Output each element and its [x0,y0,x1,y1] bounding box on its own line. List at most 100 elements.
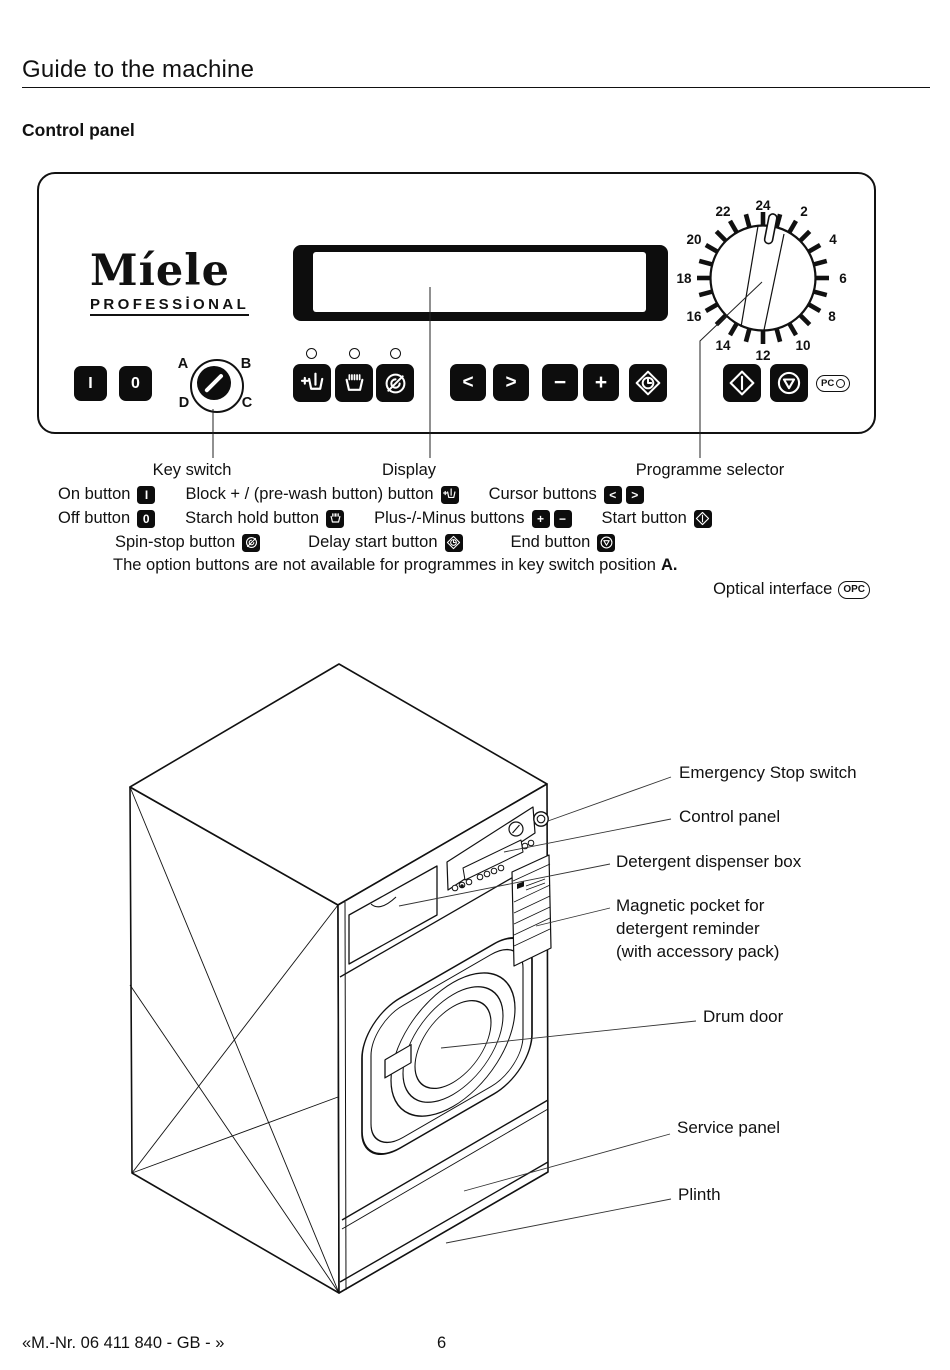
caption-plus-minus: Plus-/-Minus buttons + − [374,509,572,528]
drum-door [361,937,533,1155]
key-position-d: D [178,395,190,411]
key-switch-slot [197,366,231,400]
pocket-hatch [513,878,551,947]
cursor-right-button: > [493,364,529,401]
key-slash-icon [204,373,224,393]
cursor-left-mini-icon: < [603,485,622,504]
note-bold: A. [660,556,678,574]
on-mini-icon: I [137,485,156,504]
caption-display: Display [381,461,437,479]
spin-stop-caption-text: Spin-stop button [115,533,236,551]
delay-start-icon [635,370,661,396]
plus-glyph: + [594,370,608,394]
machine-left-face [129,786,340,1294]
caption-row-3: Off button 0 Starch hold button Plus-/-M… [0,509,950,528]
drawer-handle [370,896,397,908]
label-magnetic-pocket-1: Magnetic pocket for [616,896,765,915]
plus-minus-caption-text: Plus-/-Minus buttons [374,509,525,527]
door-glass-ring [402,986,504,1103]
label-detergent-box: Detergent dispenser box [616,852,802,871]
note-text: The option buttons are not available for… [113,556,656,574]
page-title: Guide to the machine [22,56,255,83]
starch-led [349,348,360,359]
caption-start-button: Start button [602,509,712,528]
starch-caption-text: Starch hold button [185,509,320,527]
machine-leader-lines [398,776,697,1244]
plus-button: + [583,364,619,401]
end-caption-text: End button [510,533,591,551]
machine-illustration [129,663,552,1294]
machine-top-face [129,663,548,906]
brand-name: Míele [90,246,230,296]
pocket-logo [517,881,524,889]
detergent-drawer [348,865,438,965]
spin-stop-icon [385,373,405,393]
caption-off-button: Off button 0 [58,509,156,528]
machine-knob [508,821,524,837]
opc-badge-icon: OPC [838,580,870,599]
on-button-label: I [88,374,93,392]
minus-glyph: − [553,370,567,394]
label-service-panel: Service panel [677,1118,781,1137]
spin-stop-button [376,364,414,402]
control-panel-diagram: Míele PROFESSİONAL I 0 A B D C < > − + P… [37,172,876,434]
caption-delay-start: Delay start button [308,533,463,552]
cursor-right-glyph: > [505,371,517,393]
starch-hold-button [335,364,373,402]
end-icon [777,371,801,395]
prewash-led [306,348,317,359]
spinstop-led [390,348,401,359]
delay-start-mini-icon [444,533,463,552]
optical-interface-port: PC [816,375,851,392]
label-magnetic-pocket-3: (with accessory pack) [616,942,780,961]
front-edge-line [344,901,347,1291]
prewash-mini-icon [440,485,459,504]
end-button [770,364,808,402]
cursor-caption-text: Cursor buttons [488,485,597,503]
caption-block-prewash: Block + / (pre-wash button) button [185,485,459,504]
label-plinth: Plinth [678,1185,721,1204]
spin-stop-mini-icon [242,533,261,552]
door-glass-ring [390,972,516,1117]
end-mini-icon [597,533,616,552]
start-mini-icon [693,509,712,528]
label-drum-door: Drum door [703,1007,784,1026]
key-position-c: C [241,395,253,411]
section-title: Control panel [22,120,135,140]
door-glass-ring [414,1000,492,1090]
off-button-label: 0 [131,374,140,392]
brand-subtitle: PROFESSİONAL [90,297,250,316]
footer-page-number: 6 [437,1334,447,1352]
caption-key-switch: Key switch [152,461,232,479]
start-icon [729,370,755,396]
block-prewash-text: Block + / (pre-wash button) button [185,485,434,503]
start-caption-text: Start button [601,509,687,527]
machine-buttons [451,839,535,892]
miele-logo: Míele PROFESSİONAL [90,246,250,316]
off-caption-text: Off button [58,509,131,527]
starch-icon [345,373,363,391]
optical-interface-text: Optical interface [713,580,833,598]
caption-starch-hold: Starch hold button [185,509,345,528]
prewash-button [293,364,331,402]
plus-mini-icon: + [531,509,550,528]
caption-spin-stop: Spin-stop button [115,533,261,552]
key-position-b: B [240,356,252,372]
caption-row-2: On button I Block + / (pre-wash button) … [0,485,950,504]
off-mini-icon: 0 [137,509,156,528]
cursor-left-button: < [450,364,486,401]
caption-cursor-buttons: Cursor buttons < > [489,485,644,504]
prewash-icon [300,372,323,390]
caption-row-4: Spin-stop button Delay start button End … [0,533,950,552]
cursor-right-mini-icon: > [625,485,644,504]
caption-row-note: The option buttons are not available for… [0,556,950,575]
machine-display [462,839,524,881]
caption-programme-selector: Programme selector [635,461,785,479]
control-strip-line [339,856,549,978]
left-face-braces [129,786,340,1294]
starch-mini-icon [326,509,345,528]
key-position-a: A [177,356,189,372]
service-plinth-lines [339,1099,549,1283]
pc-dot-icon [836,379,846,388]
footer-material-number: «M.-Nr. 06 411 840 - GB - » [22,1334,225,1352]
